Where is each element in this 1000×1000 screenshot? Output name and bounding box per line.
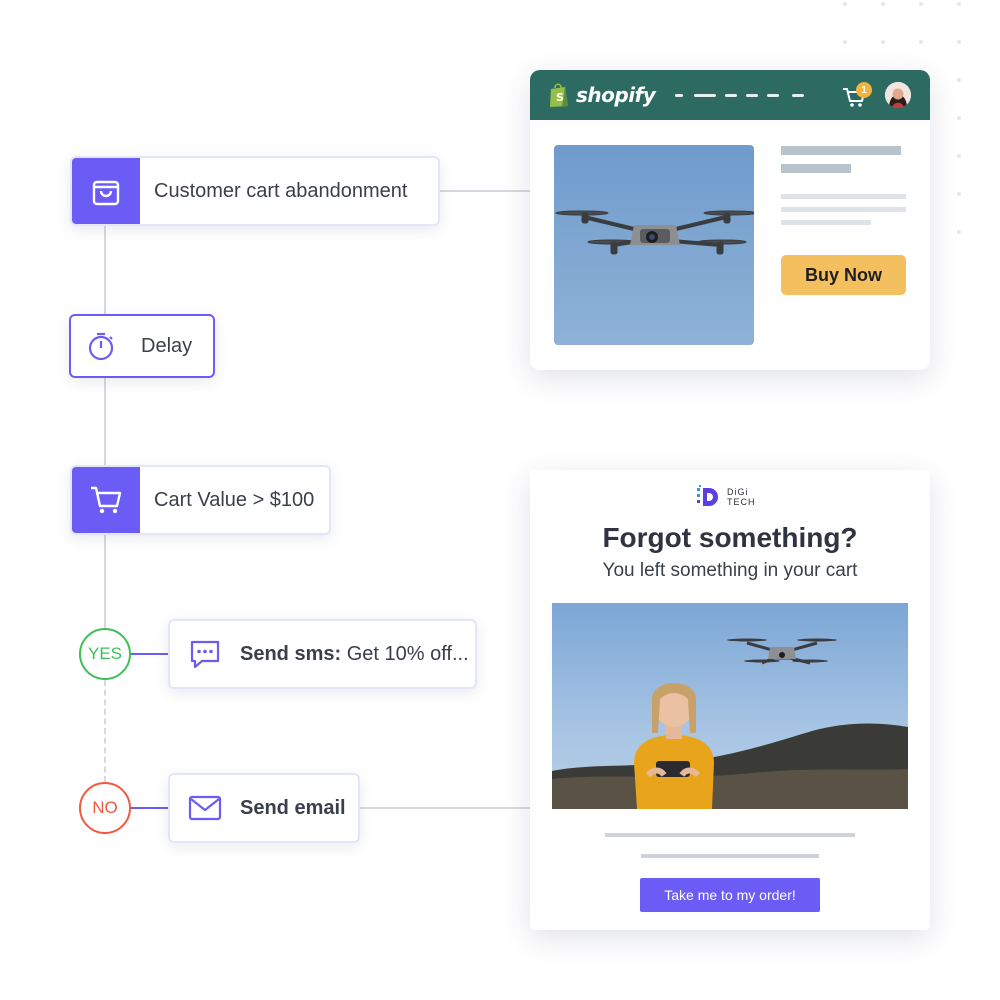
email-label: Send email (240, 796, 346, 819)
connector-dashed (104, 680, 106, 782)
connector (360, 807, 530, 809)
email-subline: You left something in your cart (602, 560, 858, 581)
brand-line-2: TECH (727, 497, 756, 507)
text-placeholder (781, 220, 871, 225)
email-headline: Forgot something? (602, 522, 858, 553)
yes-badge: YES (79, 628, 131, 680)
digitech-logo: DiGi TECH (696, 484, 756, 510)
text-placeholder (605, 833, 855, 837)
connector (440, 190, 530, 192)
nav-placeholder (767, 94, 779, 97)
yes-label: YES (87, 644, 123, 663)
nav-placeholder (725, 94, 737, 97)
no-badge: NO (79, 782, 131, 834)
text-placeholder (781, 207, 906, 212)
connector (130, 653, 168, 655)
envelope-icon (170, 794, 240, 822)
buy-now-button[interactable]: Buy Now (781, 255, 906, 295)
condition-node[interactable]: Cart Value > $100 (70, 465, 331, 535)
send-sms-node[interactable]: Send sms: Get 10% off... (168, 619, 477, 689)
take-me-to-order-button[interactable]: Take me to my order! (640, 878, 820, 912)
email-preview-card: DiGi TECH Forgot something? You left som… (530, 470, 930, 930)
connector (104, 225, 106, 315)
connector (104, 534, 106, 628)
svg-text:S: S (556, 91, 564, 104)
nav-placeholder (694, 94, 716, 97)
nav-placeholder (792, 94, 804, 97)
title-placeholder (781, 164, 851, 173)
shopping-bag-icon (72, 158, 140, 224)
digitech-logo-icon (697, 485, 718, 506)
condition-label: Cart Value > $100 (154, 488, 315, 511)
connector (130, 807, 168, 809)
no-label: NO (92, 798, 118, 817)
trigger-label: Customer cart abandonment (154, 179, 408, 202)
avatar[interactable] (885, 82, 911, 108)
brand-line-1: DiGi (727, 487, 749, 497)
drone-product-image (554, 145, 754, 345)
sms-label: Send sms: Get 10% off... (240, 643, 469, 666)
shopify-logo-text: shopify (576, 83, 656, 107)
shopify-header: S shopify 1 (530, 70, 930, 120)
delay-node[interactable]: Delay (69, 314, 215, 378)
cart-count-badge: 1 (856, 82, 872, 98)
chat-icon (170, 637, 240, 671)
brand-text: DiGi TECH (727, 487, 756, 507)
nav-placeholder (746, 94, 758, 97)
text-placeholder (781, 194, 906, 199)
shopify-product-card: S shopify 1 (530, 70, 930, 370)
shopify-bag-icon: S (550, 83, 568, 107)
title-placeholder (781, 146, 901, 155)
sms-prefix: Send sms: (240, 642, 342, 665)
send-email-node[interactable]: Send email (168, 773, 360, 843)
text-placeholder (641, 854, 819, 858)
timer-icon (71, 330, 131, 362)
sms-text: Get 10% off... (346, 642, 469, 665)
delay-label: Delay (141, 334, 193, 357)
cart-icon (72, 467, 140, 533)
connector (104, 377, 106, 466)
nav-placeholder (675, 94, 683, 97)
trigger-node[interactable]: Customer cart abandonment (70, 156, 440, 226)
email-hero-image (552, 603, 908, 809)
